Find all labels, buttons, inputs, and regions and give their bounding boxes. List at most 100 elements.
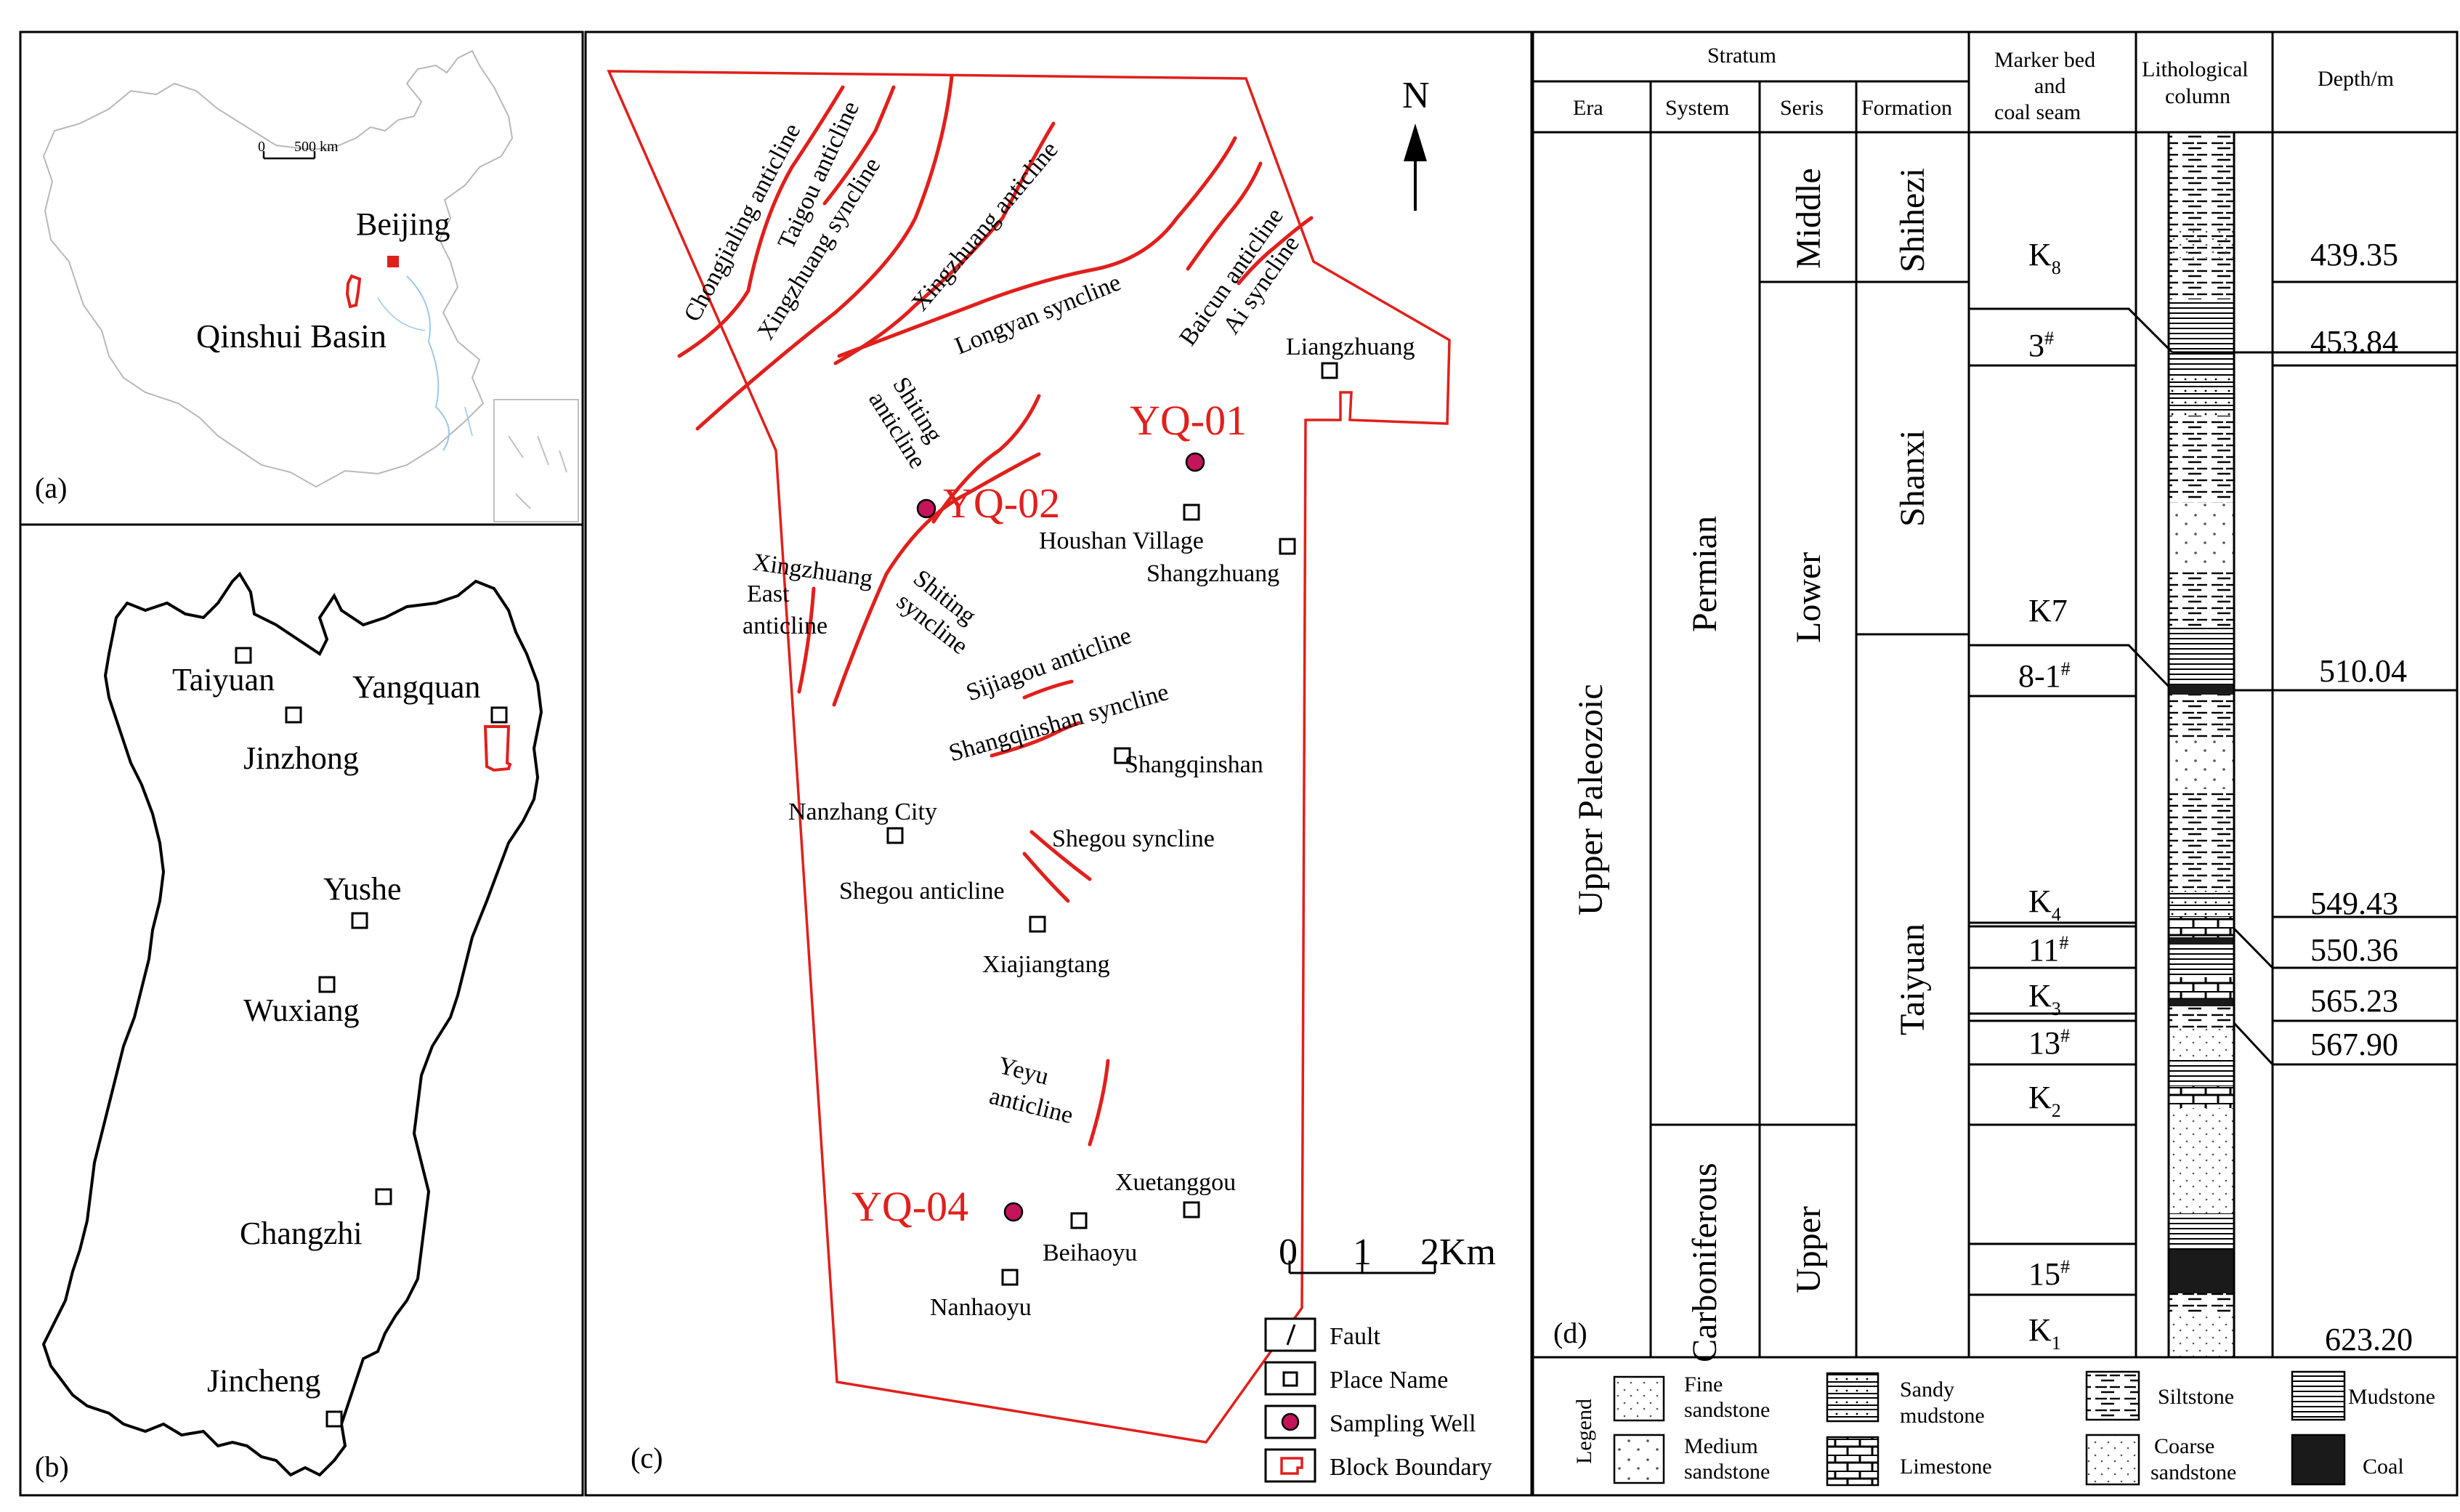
label-shangzhuang: Shangzhuang: [1146, 560, 1279, 587]
river-line: [406, 275, 450, 451]
legend-well: Sampling Well: [1330, 1410, 1476, 1437]
label-jinzhong: Jinzhong: [243, 740, 359, 776]
marker-11: 11: [2028, 932, 2059, 968]
svg-text:K2: K2: [2028, 1080, 2061, 1121]
series-upper: Upper: [1789, 1206, 1828, 1293]
svg-text:15#: 15#: [2028, 1256, 2070, 1292]
label-beihaoyu: Beihaoyu: [1043, 1240, 1137, 1266]
depth-k3: 565.23: [2310, 983, 2398, 1019]
header-depth: Depth/m: [2318, 67, 2394, 91]
marker-15-sup: #: [2060, 1256, 2070, 1277]
north-arrow: N: [1402, 75, 1430, 211]
header-formation: Formation: [1861, 96, 1952, 120]
column-headers: Stratum Era System Seris Formation Marke…: [1573, 44, 2394, 124]
legend-fine-2: sandstone: [1684, 1398, 1770, 1422]
legend-coarse-1: Coarse: [2154, 1434, 2214, 1458]
north-label: N: [1402, 75, 1430, 116]
place-labels: Liangzhuang Houshan Village Shangzhuang …: [788, 333, 1415, 1321]
legend-medium-1: Medium: [1684, 1434, 1758, 1458]
qinshui-basin-marker: [345, 274, 362, 309]
label-shangqinshan: Shangqinshan: [1125, 751, 1263, 778]
panel-c-structure-map: Chongjialing anticline Taigou anticline …: [584, 31, 1533, 1497]
system-carboniferous: Carboniferous: [1686, 1163, 1724, 1362]
system-permian: Permian: [1686, 516, 1724, 632]
legend-coarse-2: sandstone: [2151, 1460, 2236, 1484]
lithology-column: [2167, 131, 2236, 1359]
legend-place: Place Name: [1330, 1367, 1448, 1394]
svg-text:3#: 3#: [2028, 328, 2054, 363]
china-outline: [42, 49, 514, 488]
marker-k2-sub: 2: [2052, 1100, 2061, 1121]
marker-k8: K: [2028, 237, 2052, 272]
marker-3: 3: [2028, 328, 2044, 363]
header-litho-2: column: [2165, 84, 2230, 108]
fault-lines: [677, 74, 1314, 1147]
vertical-labels: Upper Paleozoic Permian Carboniferous Mi…: [1571, 168, 1932, 1362]
scale-c-0: 0: [1279, 1232, 1298, 1273]
legend-boundary: Block Boundary: [1330, 1454, 1492, 1481]
beijing-marker: [387, 256, 399, 267]
svg-text:K4: K4: [2028, 884, 2061, 925]
svg-text:8-1#: 8-1#: [2018, 658, 2071, 694]
panel-b-qinshui-basin: Taiyuan Yangquan Jinzhong Yushe Wuxiang …: [19, 523, 584, 1497]
scale-label: 500 km: [294, 139, 339, 155]
marker-k4-sub: 4: [2052, 904, 2061, 925]
marker-8-1-sup: #: [2061, 658, 2071, 679]
table-grid: [1533, 32, 2457, 1359]
label-yangquan: Yangquan: [352, 669, 480, 705]
legend-sandy-2: mudstone: [1900, 1404, 1985, 1428]
formation-shanxi: Shanxi: [1893, 430, 1932, 527]
scale-c-1: 1: [1353, 1232, 1372, 1273]
lithology-legend: Legend Fine sandstone Medium sandstone S…: [1572, 1370, 2435, 1487]
block-boundary: [607, 70, 1451, 1444]
legend-fault: Fault: [1330, 1323, 1380, 1350]
header-series: Seris: [1780, 96, 1824, 120]
svg-text:11#: 11#: [2028, 932, 2068, 968]
label-houshan: Houshan Village: [1039, 527, 1204, 554]
label-jincheng: Jincheng: [207, 1363, 320, 1399]
depth-labels: 439.35 453.84 510.04 549.43 550.36 565.2…: [2310, 237, 2413, 1357]
depth-8-1: 510.04: [2319, 653, 2407, 689]
legend-c: Fault Place Name Sampling Well Block Bou…: [1264, 1317, 1492, 1483]
svg-text:K3: K3: [2028, 978, 2061, 1019]
marker-15: 15: [2028, 1256, 2060, 1292]
panel-label-b: (b): [35, 1450, 69, 1483]
label-shegou-anticline: Shegou anticline: [839, 878, 1005, 905]
panel-label-c: (c): [631, 1442, 663, 1474]
label-taiyuan: Taiyuan: [172, 662, 275, 698]
panel-label-d: (d): [1553, 1317, 1587, 1349]
scale-bar-a: 0 500 km: [258, 139, 339, 160]
marker-k3: K: [2028, 978, 2052, 1014]
label-yq02: YQ-02: [943, 480, 1060, 527]
legend-medium-2: sandstone: [1684, 1460, 1770, 1484]
depth-13: 567.90: [2310, 1027, 2398, 1062]
marker-11-sup: #: [2059, 932, 2068, 953]
marker-13-sup: #: [2060, 1025, 2070, 1046]
marker-13: 13: [2028, 1025, 2060, 1061]
legend-coal: Coal: [2363, 1455, 2404, 1479]
label-xzeast-2: East: [747, 581, 790, 607]
header-system: System: [1665, 96, 1729, 120]
label-changzhi: Changzhi: [240, 1216, 363, 1251]
sampling-wells: YQ-01 YQ-02 YQ-04: [851, 397, 1247, 1230]
formation-shihezi: Shihezi: [1893, 168, 1932, 272]
header-stratum: Stratum: [1707, 44, 1776, 68]
scale-c-2: 2Km: [1420, 1232, 1496, 1273]
svg-text:K1: K1: [2028, 1312, 2061, 1354]
depth-k8: 439.35: [2310, 237, 2398, 272]
header-marker-2: and: [2034, 74, 2065, 98]
marker-8-1: 8-1: [2018, 658, 2061, 694]
header-era: Era: [1573, 96, 1603, 120]
panel-label-a: (a): [35, 472, 67, 504]
era-label: Upper Paleozoic: [1571, 684, 1610, 915]
header-marker-3: coal seam: [1994, 100, 2081, 124]
marker-k1: K: [2028, 1312, 2052, 1348]
formation-taiyuan: Taiyuan: [1893, 923, 1932, 1035]
svg-text:K8: K8: [2028, 237, 2061, 278]
legend-sandy-1: Sandy: [1900, 1378, 1954, 1402]
marker-k3-sub: 3: [2052, 998, 2061, 1019]
label-beijing: Beijing: [356, 206, 450, 242]
legend-mudstone: Mudstone: [2348, 1385, 2435, 1409]
label-xzeast-3: anticline: [743, 613, 828, 639]
